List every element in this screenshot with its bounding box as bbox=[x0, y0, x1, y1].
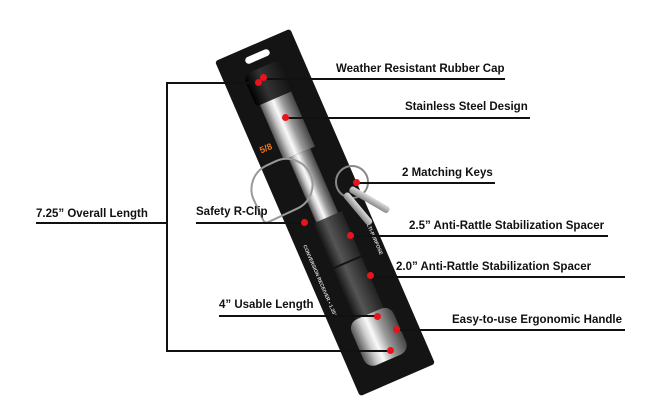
label-stainless: Stainless Steel Design bbox=[405, 101, 528, 113]
size-text: 5/8 bbox=[258, 141, 274, 156]
leader-overall bbox=[36, 222, 167, 224]
leader-keys bbox=[356, 182, 495, 184]
marker-dot bbox=[352, 178, 360, 186]
leader-spacer-20 bbox=[370, 276, 625, 278]
label-spacer-20: 2.0” Anti-Rattle Stabilization Spacer bbox=[396, 261, 592, 273]
marker-dot bbox=[346, 231, 354, 239]
bracket-bottom bbox=[166, 350, 390, 352]
marker-dot bbox=[373, 312, 381, 320]
leader-r-clip bbox=[196, 222, 304, 224]
marker-dot bbox=[281, 113, 289, 121]
leader-stainless bbox=[285, 117, 530, 119]
label-keys: 2 Matching Keys bbox=[402, 167, 493, 179]
label-spacer-25: 2.5” Anti-Rattle Stabilization Spacer bbox=[409, 220, 605, 232]
leader-handle bbox=[396, 329, 625, 331]
label-rubber-cap: Weather Resistant Rubber Cap bbox=[336, 63, 505, 75]
label-usable-length: 4” Usable Length bbox=[219, 299, 314, 311]
label-handle: Easy-to-use Ergonomic Handle bbox=[452, 314, 622, 326]
label-r-clip: Safety R-Clip bbox=[196, 206, 268, 218]
leader-spacer-25 bbox=[350, 235, 608, 237]
leader-rubber-cap bbox=[263, 78, 505, 80]
marker-dot bbox=[386, 346, 394, 354]
leader-usable-length bbox=[219, 315, 377, 317]
hang-hole bbox=[244, 48, 271, 65]
label-overall-length: 7.25” Overall Length bbox=[36, 208, 148, 220]
marker-dot bbox=[259, 73, 267, 81]
marker-dot bbox=[392, 325, 400, 333]
marker-dot bbox=[366, 271, 374, 279]
marker-dot bbox=[254, 78, 262, 86]
marker-dot bbox=[300, 218, 308, 226]
bracket-top bbox=[166, 82, 258, 84]
bracket-line bbox=[166, 82, 168, 351]
